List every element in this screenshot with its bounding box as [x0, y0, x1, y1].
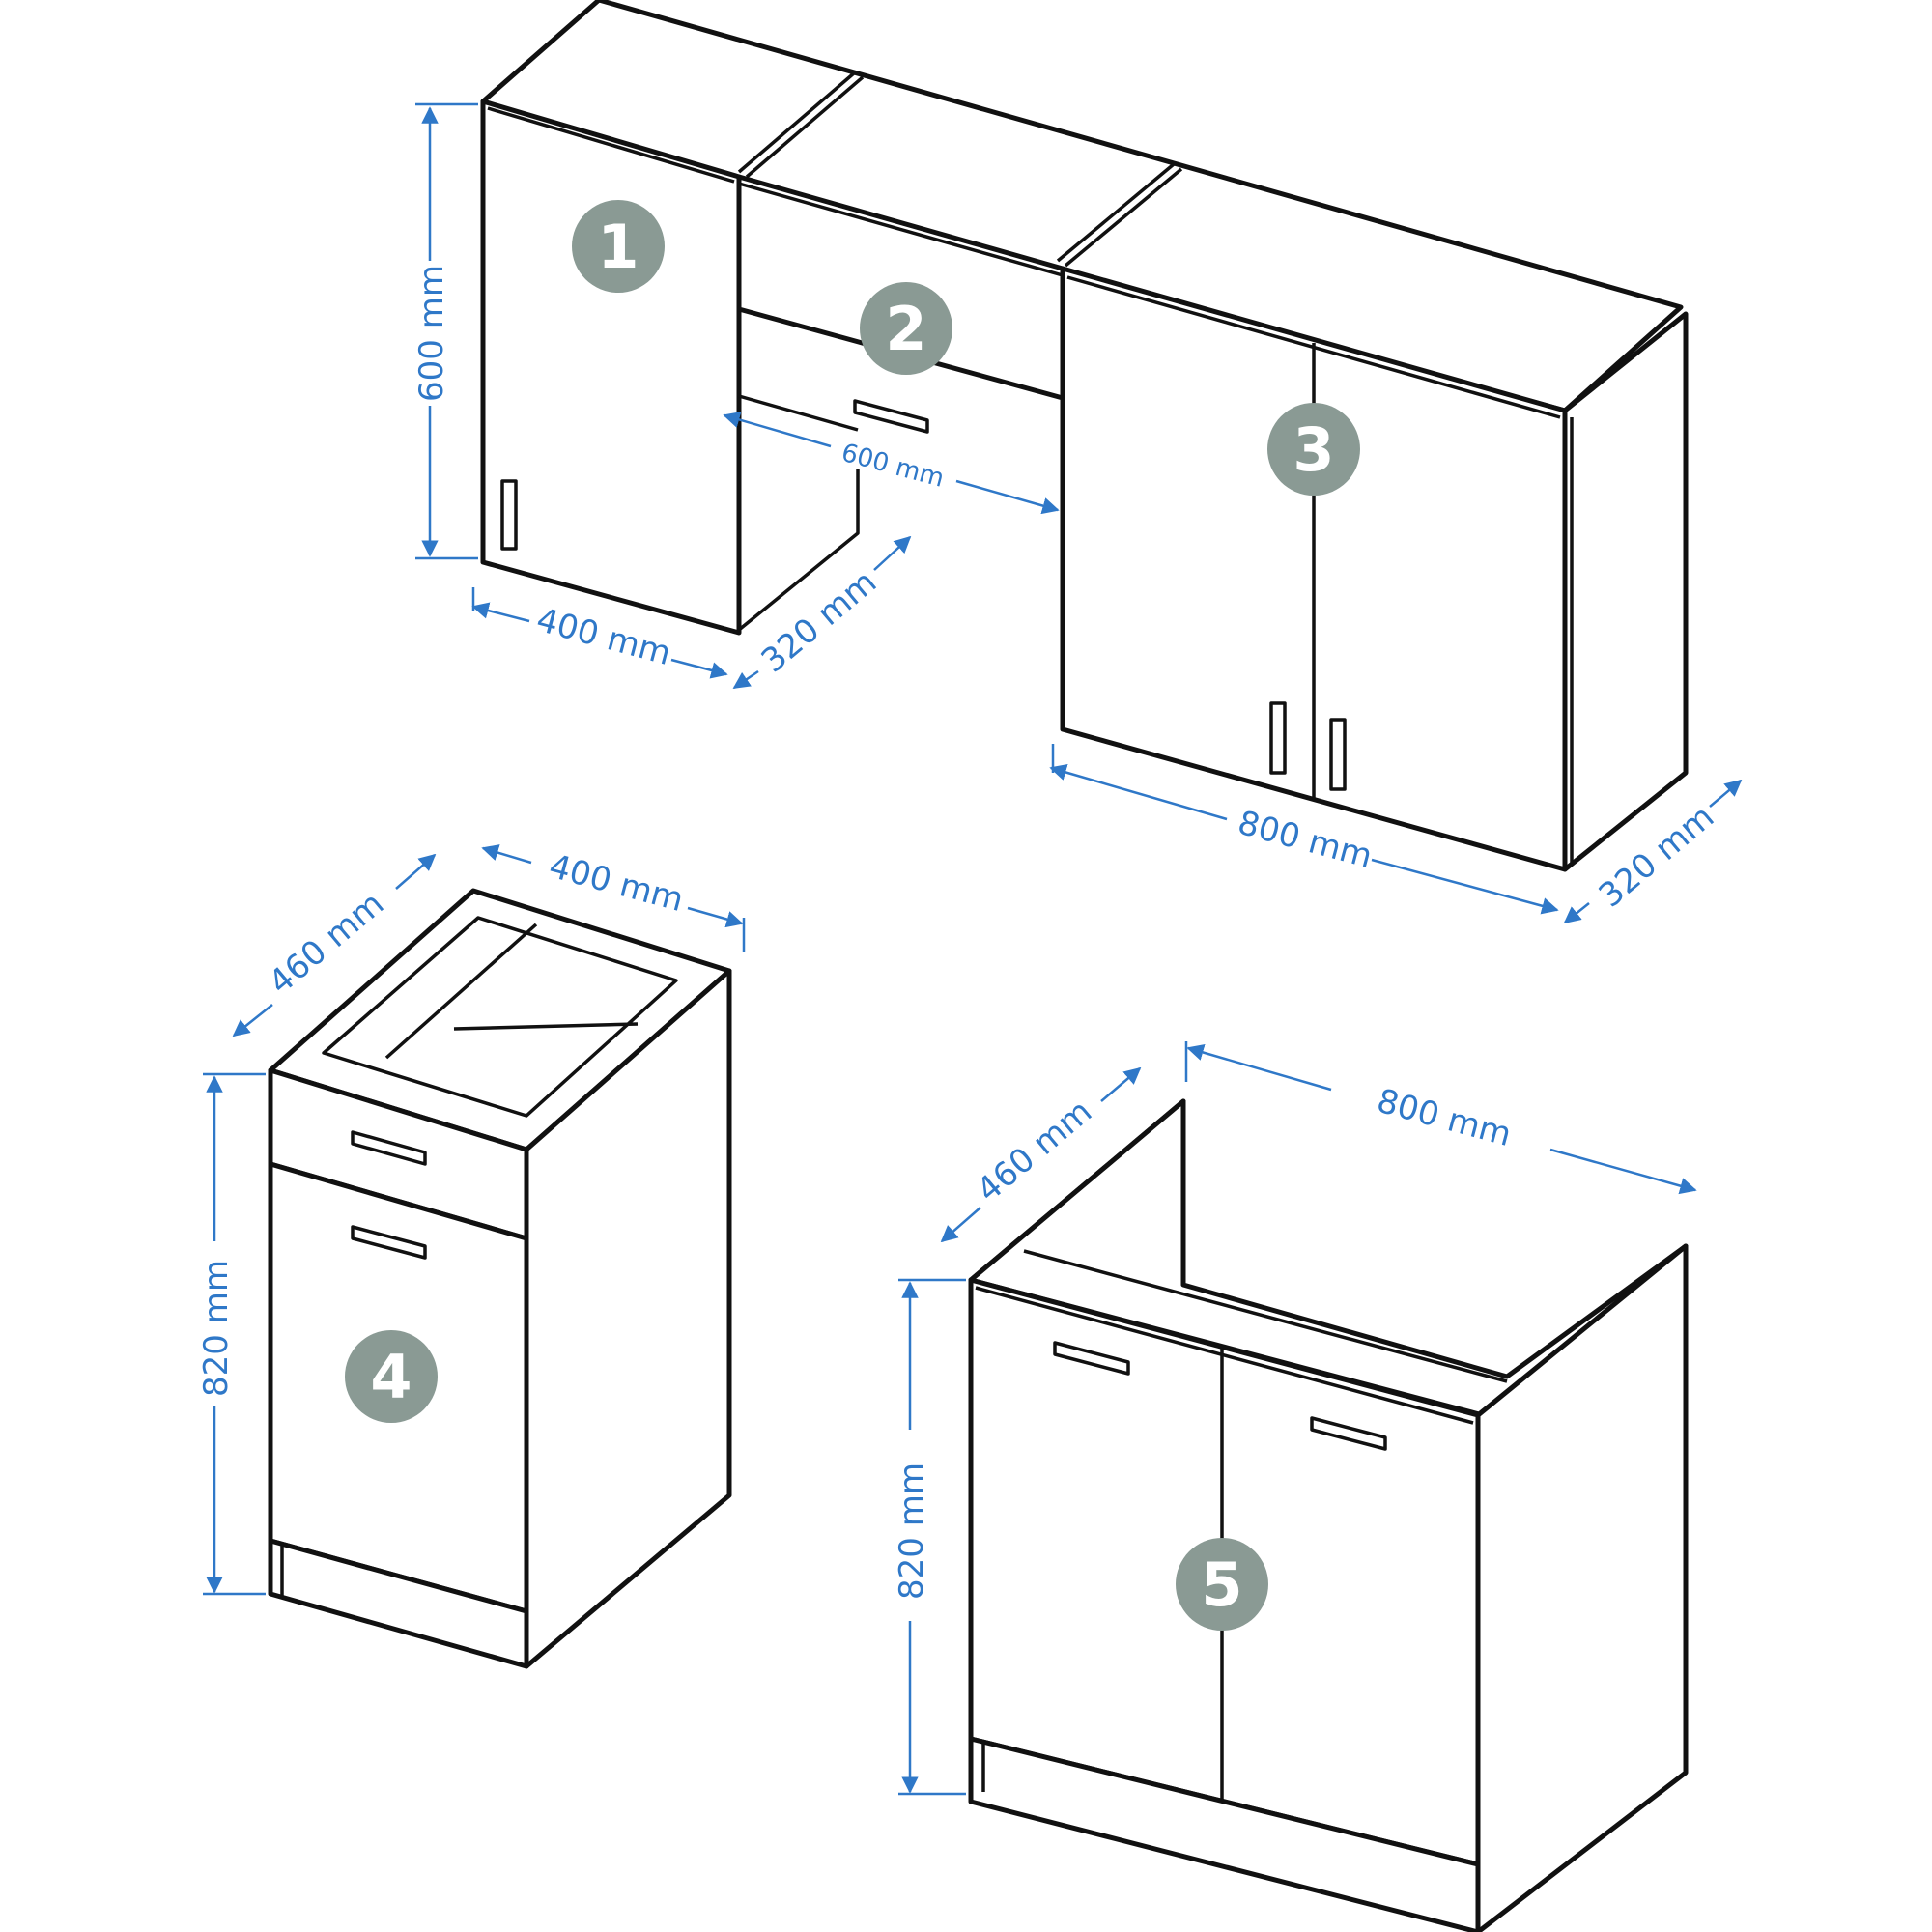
cabinet-5-side	[1475, 1243, 1689, 1932]
badge-2: 2	[860, 282, 952, 375]
cabinet-1-front	[480, 99, 742, 636]
cabinet-5-plinth	[968, 1736, 1481, 1932]
number-badges: 1 2 3 4 5	[345, 200, 1360, 1631]
upper-cabinet-3	[1060, 266, 1689, 872]
badge-2-label: 2	[885, 294, 926, 364]
cabinet-3-handle-left	[1269, 701, 1287, 775]
cabinet-5-handle-left	[1053, 1341, 1130, 1376]
badge-5-label: 5	[1201, 1549, 1242, 1620]
dim-cab3-width: 800 mm	[1234, 804, 1376, 876]
badge-4: 4	[345, 1330, 438, 1423]
cabinet-4-drawer-handle	[351, 1130, 427, 1166]
cabinet-4-door-handle	[351, 1225, 427, 1260]
upper-cabinets	[480, 0, 1689, 872]
dimension-lines	[203, 102, 1743, 1796]
cabinet-3-handle-right	[1329, 718, 1347, 791]
cabinet-3-side	[1562, 311, 1689, 872]
dim-cab4-width: 400 mm	[545, 847, 687, 920]
base-cabinet-4	[268, 888, 732, 1669]
badge-5: 5	[1176, 1538, 1268, 1631]
cabinet-2-handle	[853, 399, 929, 434]
upper-cabinet-1	[480, 99, 742, 636]
dim-cab1-depth: 320 mm	[754, 563, 884, 681]
cabinet-5-handle-right	[1310, 1416, 1387, 1451]
base-cabinet-5	[968, 1098, 1689, 1932]
badge-1: 1	[572, 200, 665, 293]
cabinet-1-handle	[500, 479, 518, 551]
cabinet-2-recess	[737, 396, 860, 632]
badge-4-label: 4	[370, 1342, 412, 1412]
cabinet-4-plinth	[268, 1538, 529, 1669]
badge-3: 3	[1267, 403, 1360, 496]
badge-3-label: 3	[1293, 414, 1334, 485]
dim-cab4-height: 820 mm	[197, 1260, 236, 1397]
dim-upper-height: 600 mm	[412, 265, 451, 402]
dim-cab5-height: 820 mm	[893, 1463, 931, 1600]
dim-cab5-width: 800 mm	[1373, 1082, 1515, 1154]
badge-1-label: 1	[597, 212, 639, 282]
dim-cab2-width: 600 mm	[838, 439, 948, 494]
